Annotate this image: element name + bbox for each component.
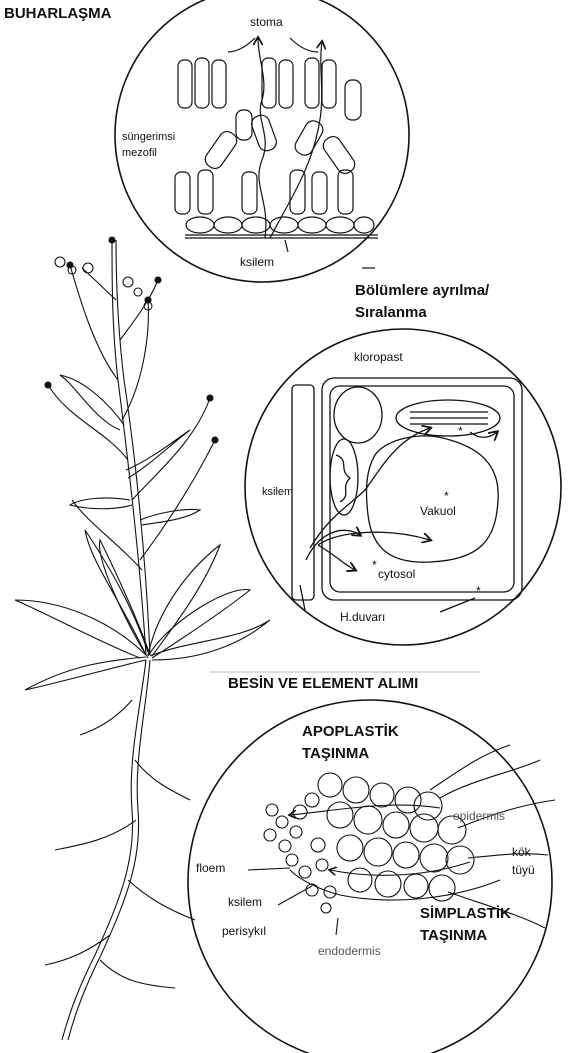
apoplastic-title-line1: APOPLASTİK (302, 724, 399, 739)
root-xylem-label: ksilem (228, 896, 262, 908)
endodermis-label: endodermis (318, 945, 381, 957)
cell-xylem-label: ksilem (262, 487, 293, 498)
cell-wall-asterisk: * (476, 585, 481, 597)
phloem-label: floem (196, 862, 225, 874)
cell-wall-label: H.duvarı (340, 611, 385, 623)
leaf-xylem-label: ksilem (240, 256, 274, 268)
compartments-title-line2: Sıralanma (355, 305, 427, 320)
vacuole-label: Vakuol (420, 505, 456, 517)
root-hair-label-line2: tüyü (512, 864, 535, 876)
chloroplast-asterisk: * (458, 425, 463, 437)
vacuole-asterisk: * (444, 490, 449, 502)
compartments-title-line1: Bölümlere ayrılma/ (355, 283, 489, 298)
apoplastic-title-line2: TAŞINMA (302, 746, 369, 761)
epidermis-label: epidermis (453, 810, 505, 822)
plant-illustration (15, 237, 270, 1040)
cytosol-label: cytosol (378, 568, 415, 580)
pericycle-label: perisykıl (222, 925, 266, 937)
stoma-label: stoma (250, 16, 283, 28)
root-inset (188, 700, 555, 1053)
root-hair-label-line1: kök (512, 846, 531, 858)
cytosol-asterisk: * (372, 559, 377, 571)
symplastic-title-line1: SİMPLASTİK (420, 906, 511, 921)
mesophyll-label-line2: mezofil (122, 148, 157, 159)
nutrient-uptake-title: BESİN VE ELEMENT ALIMI (228, 676, 418, 691)
transpiration-title: BUHARLAŞMA (4, 6, 112, 21)
symplastic-title-line2: TAŞINMA (420, 928, 487, 943)
mesophyll-label-line1: süngerimsi (122, 132, 175, 143)
chloroplast-label: kloropast (354, 351, 403, 363)
